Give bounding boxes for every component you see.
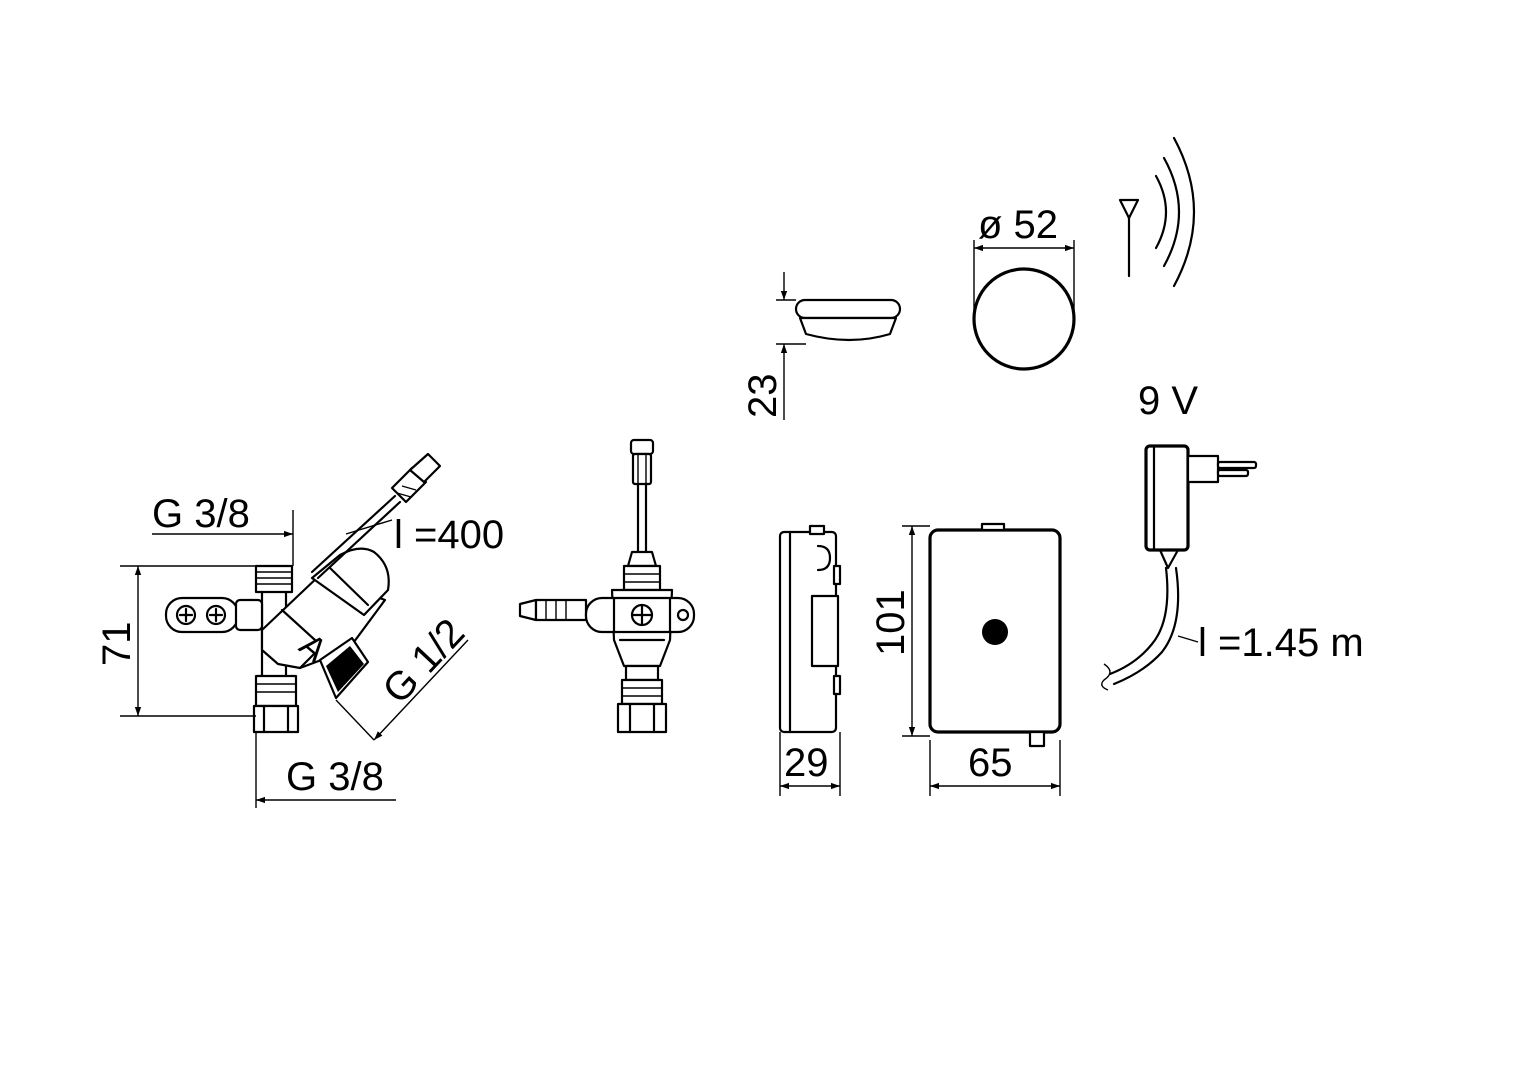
dim-power-cable-length: l =1.45 m [1198,621,1364,665]
electronics-box-front-view: 101 65 [869,522,1062,796]
solenoid-valve-side-view: A [164,452,442,734]
dim-valve-height: 71 [95,622,139,667]
dim-valve-outlet-side: G 1/2 [374,611,473,713]
solenoid-valve-front-view [518,438,696,734]
dim-sensor-diameter: ø 52 [978,203,1058,247]
dim-valve-cable-length: l =400 [394,513,504,557]
dim-valve-inlet-top: G 3/8 [152,492,250,536]
cable-connector [390,452,442,504]
screw-icon [205,604,227,626]
dim-box-width: 65 [968,741,1013,785]
screw-icon [630,603,654,627]
sensor-eye-icon [982,619,1008,645]
dim-sensor-height: 23 [741,374,785,419]
power-voltage-label: 9 V [1138,379,1198,423]
dim-box-height: 101 [869,589,913,656]
dim-box-depth: 29 [784,741,829,785]
dim-valve-inlet-bottom: G 3/8 [286,755,384,799]
sensor-button-side-view: 23 [741,272,902,420]
sensor-diameter-dimension: ø 52 [973,203,1075,319]
electronics-box-side-view: 29 [778,524,842,796]
screw-icon [175,604,197,626]
radio-antenna-icon [1118,136,1195,288]
power-supply-unit: 9 V l =1.45 m [1101,379,1364,691]
sensor-disc-icon [972,267,1076,371]
